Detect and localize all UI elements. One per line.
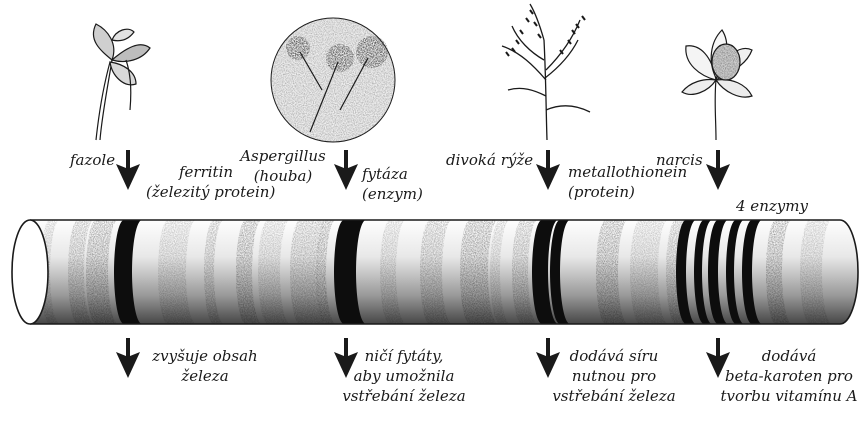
gene-enzymes-label: 4 enzymy — [736, 196, 808, 216]
gene-metallothionein-line2: (protein) — [568, 182, 687, 202]
effect-phytates-line2: aby umožnila — [334, 366, 474, 386]
gene-phytase-line1: fytáza — [362, 164, 423, 184]
effect-beta-carotene-label: dodává beta-karoten pro tvorbu vitamínu … — [716, 346, 862, 406]
effect-phytates-line3: vstřebání železa — [334, 386, 474, 406]
effect-phytates-label: ničí fytáty, aby umožnila vstřebání žele… — [334, 346, 474, 406]
down-arrow-icon — [536, 150, 560, 190]
effect-iron-content-label: zvyšuje obsah železa — [140, 346, 270, 386]
source-aspergillus-line2: (houba) — [238, 166, 328, 186]
effect-phytates-line1: ničí fytáty, — [334, 346, 474, 366]
down-arrow-icon — [116, 150, 140, 190]
bean-plant-icon — [93, 24, 150, 140]
effect-sulfur-line3: vstřebání železa — [544, 386, 684, 406]
source-bean-label: fazole — [70, 150, 115, 170]
source-aspergillus-label: Aspergillus (houba) — [238, 146, 328, 186]
gene-phytase-label: fytáza (enzym) — [362, 164, 423, 204]
effect-sulfur-label: dodává síru nutnou pro vstřebání železa — [544, 346, 684, 406]
effect-beta-carotene-line1: dodává — [716, 346, 862, 366]
gene-phytase-line2: (enzym) — [362, 184, 423, 204]
dna-cylinder-icon — [10, 218, 860, 328]
down-arrow-icon — [334, 150, 358, 190]
source-wild-rice-label: divoká rýže — [446, 150, 533, 170]
down-arrow-icon — [116, 338, 140, 378]
wild-rice-icon — [502, 4, 590, 140]
source-daffodil-label: narcis — [656, 150, 703, 170]
effect-iron-content-line2: železa — [140, 366, 270, 386]
effect-beta-carotene-line2: beta-karoten pro — [716, 366, 862, 386]
effect-beta-carotene-line3: tvorbu vitamínu A — [716, 386, 862, 406]
daffodil-flower-icon — [682, 30, 752, 140]
effect-iron-content-line1: zvyšuje obsah — [140, 346, 270, 366]
aspergillus-fungus-icon — [271, 18, 395, 142]
effect-sulfur-line1: dodává síru — [544, 346, 684, 366]
effect-sulfur-line2: nutnou pro — [544, 366, 684, 386]
source-aspergillus-line1: Aspergillus — [238, 146, 328, 166]
down-arrow-icon — [706, 150, 730, 190]
